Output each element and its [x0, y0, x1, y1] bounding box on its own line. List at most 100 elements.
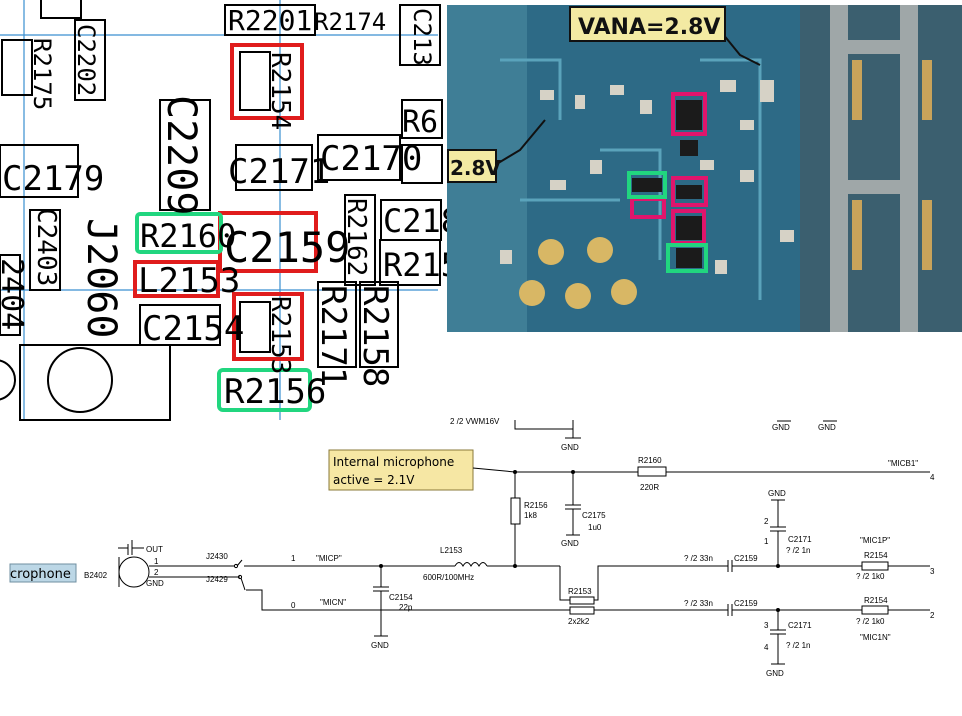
mic-pin-2: 2: [154, 568, 159, 577]
l2153-ref: L2153: [440, 546, 463, 555]
photo-highlight-green-1: [627, 171, 667, 199]
c2175-value: 1u0: [588, 523, 602, 532]
net-mic1n: "MIC1N": [860, 633, 891, 642]
side-pin-2: 2: [930, 611, 935, 620]
mic-pin-out: OUT: [146, 545, 163, 554]
microphone-icon: [118, 556, 150, 588]
mic-pin-1: 1: [154, 557, 159, 566]
layout-label-r2162: R2162: [341, 198, 371, 276]
c2154-value: 22p: [399, 603, 413, 612]
c2171-bot-pin4: 4: [764, 643, 769, 652]
layout-label-c2171: C2171: [228, 152, 330, 192]
c2159-top-value: ? /2 33n: [684, 554, 713, 563]
layout-label-r2174: R2174: [314, 8, 386, 36]
callout-line-1: Internal microphone: [333, 455, 454, 469]
green-highlight-r2156: [217, 368, 312, 412]
c2171-bot-value: ? /2 1n: [786, 641, 810, 650]
layout-label-c2209: C2209: [158, 95, 204, 215]
layout-label-r2153: R2153: [265, 296, 295, 374]
r2153-value: 2x2k2: [568, 617, 590, 626]
c2154-ref: C2154: [389, 593, 413, 602]
inductor-l2153: [454, 562, 488, 568]
layout-label-c2154: C2154: [142, 309, 244, 349]
c2171-top-gnd: GND: [768, 489, 786, 498]
layout-label-c2179: C2179: [2, 159, 104, 199]
gnd-label-top: GND: [561, 443, 579, 452]
mic-pin-gnd: GND: [146, 579, 164, 588]
microphone-tag: [9, 563, 77, 583]
gnd-label-top-right-2: GND: [818, 423, 836, 432]
green-highlight-r2160: [135, 212, 223, 254]
left-voltage-callout-box: [447, 149, 497, 183]
pin-number-1: 1: [291, 554, 296, 563]
r2154-top-value: ? /2 1k0: [856, 572, 885, 581]
r2160-value: 220R: [640, 483, 659, 492]
c2171-bot-gnd: GND: [766, 669, 784, 678]
internal-mic-callout: [328, 449, 474, 491]
layout-label-r2171: R2171: [313, 285, 353, 387]
c2159-bot-value: ? /2 33n: [684, 599, 713, 608]
red-highlight-r2154: [230, 43, 304, 120]
layout-label-r2156: R2156: [224, 372, 326, 412]
c2171-top-ref: C2171: [788, 535, 812, 544]
c2175-gnd: GND: [561, 539, 579, 548]
c2175-ref: C2175: [582, 511, 606, 520]
r2156-ref: R2156: [524, 501, 548, 510]
r2153-ref: R2153: [568, 587, 592, 596]
connector-j2430: J2430: [206, 552, 228, 561]
pcb-photo-panel: VANA=2.8V 2.8V: [447, 5, 962, 332]
microphone-tag-label: crophone: [10, 567, 71, 582]
gnd-label-top-right-1: GND: [772, 423, 790, 432]
red-highlight-r2153: [232, 292, 304, 361]
callout-line-2: active = 2.1V: [333, 473, 415, 487]
pcb-layout-panel: R2201 R2174 R2175 C2202 R2154 C2209 C217…: [0, 0, 460, 421]
layout-label-2404: 2404: [0, 258, 29, 330]
layout-label-r2201: R2201: [228, 4, 312, 37]
side-pin-3: 3: [930, 567, 935, 576]
photo-highlight-pink-2: [671, 176, 708, 207]
r2154-top-ref: R2154: [864, 551, 888, 560]
r2160-ref: R2160: [638, 456, 662, 465]
layout-label-r2158: R2158: [355, 285, 395, 387]
net-mic1p: "MIC1P": [860, 536, 890, 545]
photo-highlight-pink-1: [671, 92, 707, 136]
net-micb1: "MICB1": [888, 459, 918, 468]
c2171-top-pin2: 2: [764, 517, 769, 526]
vana-callout-label: VANA=2.8V: [578, 15, 720, 40]
r2156-value: 1k8: [524, 511, 537, 520]
net-micp: "MICP": [316, 554, 342, 563]
photo-highlight-green-2: [666, 243, 708, 273]
c2171-top-value: ? /2 1n: [786, 546, 810, 555]
side-pin-4: 4: [930, 473, 935, 482]
l2153-value: 600R/100MHz: [423, 573, 474, 582]
layout-label-j2060: J2060: [78, 218, 124, 338]
layout-label-c2202: C2202: [72, 24, 100, 96]
left-voltage-callout-label: 2.8V: [450, 156, 501, 180]
c2154-gnd: GND: [371, 641, 389, 650]
layout-label-c2170: C2170: [320, 139, 422, 179]
layout-label-c213: C213: [408, 8, 436, 66]
layout-label-r2154: R2154: [265, 52, 295, 130]
layout-label-r2175: R2175: [28, 38, 56, 110]
layout-label-r6: R6: [402, 105, 438, 140]
layout-label-l2153: L2153: [138, 261, 240, 301]
c2159-bot-ref: C2159: [734, 599, 758, 608]
c2159-top-ref: C2159: [734, 554, 758, 563]
connector-j2429: J2429: [206, 575, 228, 584]
r2154-bot-value: ? /2 1k0: [856, 617, 885, 626]
r2154-bot-ref: R2154: [864, 596, 888, 605]
layout-label-r2160: R2160: [140, 217, 236, 255]
net-micn: "MICN": [320, 598, 346, 607]
pin-number-0: 0: [291, 601, 296, 610]
layout-label-c2159: C2159: [224, 223, 350, 272]
top-fragment-text: 2 /2 VWM16V: [450, 417, 500, 426]
layout-label-c2403: C2403: [31, 208, 61, 286]
c2171-bot-pin3: 3: [764, 621, 769, 630]
red-highlight-l2153: [133, 260, 220, 298]
schematic-panel: 2 /2 VWM16V GND GND GND Internal microph…: [9, 417, 935, 678]
vana-callout-box: [569, 6, 726, 42]
c2171-top-pin1: 1: [764, 537, 769, 546]
c2171-bot-ref: C2171: [788, 621, 812, 630]
mic-ref: B2402: [84, 571, 108, 580]
